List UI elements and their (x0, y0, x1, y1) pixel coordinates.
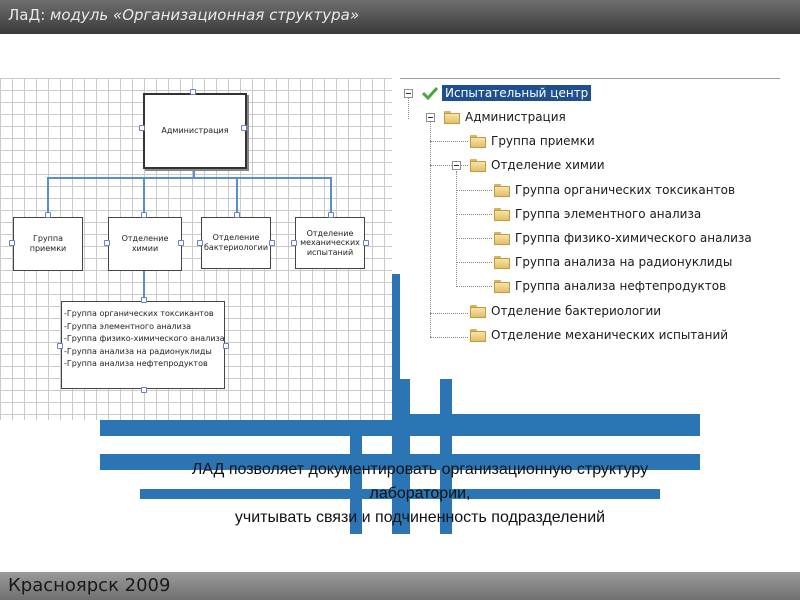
connector-line (47, 177, 49, 217)
resize-handle[interactable] (141, 297, 147, 303)
folder-icon (470, 134, 486, 148)
tree-node-label: Испытательный центр (442, 85, 592, 101)
diagram-node-department[interactable]: Отделение бактериологии (201, 217, 271, 269)
resize-handle[interactable] (57, 343, 63, 349)
collapse-toggle[interactable] (452, 161, 461, 170)
slide-title: ЛаД: модуль «Организационная структура» (8, 6, 359, 24)
folder-icon (470, 328, 486, 342)
folder-icon (494, 231, 510, 245)
connector-line (143, 269, 145, 301)
resize-handle[interactable] (197, 240, 203, 246)
resize-handle[interactable] (9, 240, 15, 246)
collapse-toggle[interactable] (426, 113, 435, 122)
caption-line: ЛАД позволяет документировать организаци… (191, 461, 649, 478)
tree-node-label: Группа приемки (491, 134, 595, 148)
group-entry: -Группа элементного анализа (64, 321, 192, 331)
resize-handle[interactable] (141, 212, 147, 218)
tree-node[interactable]: Группа органических токсикантов (494, 180, 735, 200)
tree-node-root[interactable]: Испытательный центр (422, 83, 592, 103)
connector-line (47, 177, 332, 179)
diagram-node-department[interactable]: Отделение химии (108, 217, 182, 271)
org-chart-canvas: Администрация Группа приемки Отделение х… (0, 78, 392, 420)
resize-handle[interactable] (291, 240, 297, 246)
group-entry: -Группа физико-химического анализа (64, 334, 225, 343)
group-entry: -Группа органических токсикантов (64, 309, 214, 318)
title-bar: ЛаД: модуль «Организационная структура» (0, 0, 800, 34)
resize-handle[interactable] (223, 343, 229, 349)
connector-line (193, 166, 195, 178)
tree-node-label: Группа физико-химического анализа (515, 231, 752, 245)
caption-line: учитывать связи и подчиненность подразде… (234, 509, 606, 526)
tree-node-label: Группа анализа на радионуклиды (515, 255, 733, 269)
tree-node[interactable]: Отделение химии (470, 155, 605, 175)
tree-node-label: Группа анализа нефтепродуктов (515, 279, 727, 293)
tree-node-label: Отделение химии (491, 158, 605, 172)
resize-handle[interactable] (190, 89, 196, 95)
group-entry: -Группа анализа нефтепродуктов (64, 359, 208, 368)
resize-handle[interactable] (141, 387, 147, 393)
connector-line (236, 177, 238, 217)
tree-node[interactable]: Группа анализа на радионуклиды (494, 252, 732, 272)
slide-caption: ЛАД позволяет документировать организаци… (100, 458, 740, 530)
folder-icon (470, 158, 486, 172)
footer-bar: Красноярск 2009 (0, 572, 800, 600)
folder-icon (494, 255, 510, 269)
diagram-node-groups[interactable]: -Группа органических токсикантов -Группа… (61, 301, 225, 389)
resize-handle[interactable] (139, 125, 145, 131)
folder-icon (494, 279, 510, 293)
tree-node-label: Отделение бактериологии (491, 304, 662, 318)
folder-icon (470, 304, 486, 318)
resize-handle[interactable] (104, 240, 110, 246)
tree-node-label: Отделение механических испытаний (491, 328, 729, 342)
checkmark-icon (422, 86, 438, 100)
connector-line (143, 177, 145, 217)
tree-node[interactable]: Группа элементного анализа (494, 204, 701, 224)
footer-text: Красноярск 2009 (8, 575, 171, 596)
diagram-node-department[interactable]: Отделение механических испытаний (295, 217, 365, 269)
tree-node-admin[interactable]: Администрация (444, 107, 566, 127)
resize-handle[interactable] (269, 240, 275, 246)
tree-node-label: Администрация (465, 110, 566, 124)
resize-handle[interactable] (178, 240, 184, 246)
tree-node[interactable]: Группа физико-химического анализа (494, 228, 752, 248)
org-tree-view[interactable]: Испытательный центр Администрация Группа… (400, 78, 780, 379)
folder-icon (494, 183, 510, 197)
tree-node[interactable]: Группа анализа нефтепродуктов (494, 276, 726, 296)
folder-icon (444, 110, 460, 124)
tree-node[interactable]: Отделение механических испытаний (470, 325, 728, 345)
folder-icon (494, 207, 510, 221)
resize-handle[interactable] (363, 240, 369, 246)
tree-node-label: Группа органических токсикантов (515, 183, 736, 197)
group-entry: -Группа анализа на радионуклиды (64, 346, 212, 356)
app-name: ЛаД: (8, 6, 46, 24)
resize-handle[interactable] (241, 125, 247, 131)
tree-node[interactable]: Отделение бактериологии (470, 301, 661, 321)
module-name: модуль «Организационная структура» (50, 6, 360, 24)
connector-line (330, 177, 332, 217)
diagram-node-admin[interactable]: Администрация (143, 93, 247, 169)
caption-line: лаборатории, (369, 485, 471, 502)
tree-node-label: Группа элементного анализа (515, 207, 702, 221)
diagram-node-department[interactable]: Группа приемки (13, 217, 83, 271)
resize-handle[interactable] (234, 212, 240, 218)
collapse-toggle[interactable] (404, 89, 413, 98)
tree-node[interactable]: Группа приемки (470, 131, 595, 151)
resize-handle[interactable] (45, 212, 51, 218)
resize-handle[interactable] (328, 212, 334, 218)
